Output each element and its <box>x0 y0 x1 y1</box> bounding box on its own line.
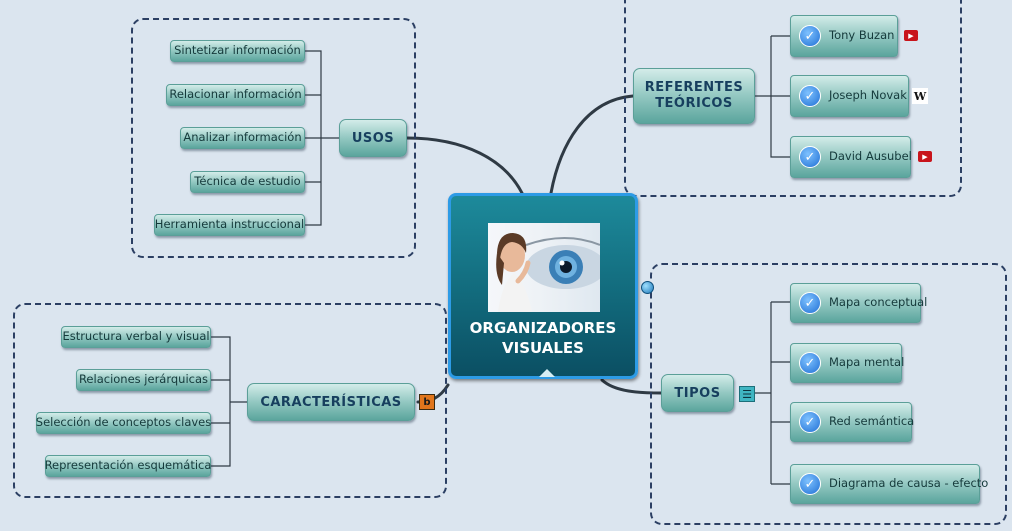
referente-item[interactable]: ✓ David Ausubel <box>790 136 912 178</box>
list-icon[interactable]: ☰ <box>739 386 755 402</box>
tipo-item-label: Red semántica <box>829 414 915 429</box>
caracteristica-item-label: Selección de conceptos claves <box>35 415 212 430</box>
check-icon: ✓ <box>799 473 821 495</box>
referente-item[interactable]: ✓ Joseph Novak <box>790 75 909 117</box>
usos-item-label: Herramienta instruccional <box>154 217 305 232</box>
usos-item-label: Técnica de estudio <box>194 174 301 189</box>
woman-eye-photo-icon <box>496 233 600 312</box>
topic-referentes-line2: TEÓRICOS <box>655 96 733 111</box>
youtube-icon[interactable]: ▶ <box>918 151 932 162</box>
topic-referentes[interactable]: REFERENTES TEÓRICOS <box>633 68 755 124</box>
check-icon: ✓ <box>799 85 821 107</box>
tipo-item-label: Mapa conceptual <box>829 295 928 310</box>
youtube-icon[interactable]: ▶ <box>904 30 918 41</box>
wikipedia-icon[interactable]: W <box>912 88 928 104</box>
usos-item-label: Relacionar información <box>169 87 302 102</box>
check-icon: ✓ <box>799 146 821 168</box>
usos-item[interactable]: Herramienta instruccional <box>154 214 305 236</box>
central-topic[interactable]: ORGANIZADORES VISUALES <box>448 193 638 379</box>
topic-caracteristicas[interactable]: CARACTERÍSTICAS <box>247 383 415 421</box>
topic-tipos[interactable]: TIPOS <box>661 374 734 412</box>
usos-item[interactable]: Analizar información <box>180 127 305 149</box>
check-icon: ✓ <box>799 411 821 433</box>
tipo-item-label: Mapa mental <box>829 355 905 370</box>
tipo-item[interactable]: ✓ Diagrama de causa - efecto <box>790 464 988 504</box>
topic-usos[interactable]: USOS <box>339 119 407 157</box>
boundary-caracteristicas <box>13 303 447 498</box>
caracteristica-item[interactable]: Estructura verbal y visual <box>61 326 211 348</box>
tipo-item[interactable]: ✓ Red semántica <box>790 402 915 442</box>
usos-item-label: Analizar información <box>183 130 302 145</box>
referente-item-label: Joseph Novak <box>829 88 907 103</box>
topic-caracteristicas-label: CARACTERÍSTICAS <box>260 394 402 410</box>
caracteristica-item-label: Estructura verbal y visual <box>62 329 210 344</box>
boundary-referentes <box>624 0 962 197</box>
tipo-item[interactable]: ✓ Mapa conceptual <box>790 283 927 323</box>
caracteristica-item[interactable]: Relaciones jerárquicas <box>76 369 211 391</box>
globe-icon[interactable] <box>641 281 654 294</box>
collapse-arrow-icon[interactable] <box>539 369 555 377</box>
referente-item[interactable]: ✓ Tony Buzan <box>790 15 898 57</box>
topic-usos-label: USOS <box>351 130 395 146</box>
caracteristica-item-label: Relaciones jerárquicas <box>78 372 209 387</box>
usos-item[interactable]: Técnica de estudio <box>190 171 305 193</box>
check-icon: ✓ <box>799 292 821 314</box>
topic-referentes-line1: REFERENTES <box>644 80 744 95</box>
boundary-tipos <box>650 263 1007 525</box>
topic-tipos-label: TIPOS <box>674 385 721 401</box>
caracteristica-item[interactable]: Selección de conceptos claves <box>36 412 211 434</box>
central-image <box>488 223 600 312</box>
usos-item-label: Sintetizar información <box>174 43 301 58</box>
caracteristica-item-label: Representación esquemática <box>44 458 212 473</box>
usos-item[interactable]: Sintetizar información <box>170 40 305 62</box>
central-title-line2: VISUALES <box>502 339 584 357</box>
check-icon: ✓ <box>799 352 821 374</box>
central-title-line1: ORGANIZADORES <box>469 319 617 337</box>
tipo-item[interactable]: ✓ Mapa mental <box>790 343 905 383</box>
usos-item[interactable]: Relacionar información <box>166 84 305 106</box>
caracteristica-item[interactable]: Representación esquemática <box>45 455 211 477</box>
check-icon: ✓ <box>799 25 821 47</box>
boundary-usos <box>131 18 416 258</box>
referente-item-label: Tony Buzan <box>829 28 895 43</box>
note-icon[interactable]: b <box>419 394 435 410</box>
tipo-item-label: Diagrama de causa - efecto <box>829 476 989 491</box>
referente-item-label: David Ausubel <box>829 149 912 164</box>
